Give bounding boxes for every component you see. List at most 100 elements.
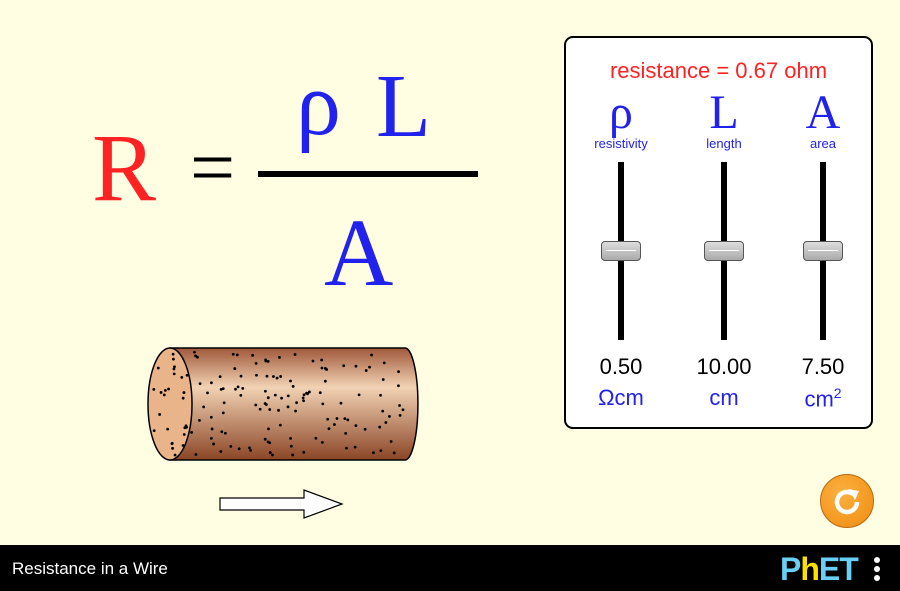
reset-all-button[interactable] <box>820 474 874 528</box>
charge-dot <box>182 391 186 394</box>
charge-dot <box>229 444 233 448</box>
area-slider-thumb[interactable] <box>803 241 843 261</box>
charge-dot <box>320 366 324 370</box>
area-value: 7.50 <box>801 354 845 379</box>
charge-dot <box>323 379 327 383</box>
charge-dot <box>291 453 295 457</box>
charge-dot <box>254 403 258 407</box>
charge-dot <box>295 401 298 405</box>
charge-dot <box>370 353 373 357</box>
charge-dot <box>170 442 174 446</box>
charge-dot <box>346 418 350 422</box>
charge-dot <box>181 396 185 400</box>
charge-dot <box>241 387 245 390</box>
charge-dot <box>279 375 283 378</box>
charge-dot <box>220 430 224 434</box>
resistivity-slider-area: 0.50 Ωcm <box>576 88 666 428</box>
charge-dot <box>388 415 391 418</box>
length-value: 10.00 <box>696 354 752 379</box>
charge-dot <box>235 353 239 357</box>
resistivity-value: 0.50 <box>599 354 643 379</box>
slider-symbol: A <box>805 86 841 139</box>
current-arrow <box>219 489 344 519</box>
charge-dot <box>263 402 267 405</box>
slider-label: resistivity <box>594 136 648 151</box>
charge-dot <box>171 352 175 356</box>
charge-dot <box>345 446 348 450</box>
charge-dot <box>221 411 225 415</box>
charge-dot <box>222 401 226 405</box>
charge-dot <box>325 368 329 371</box>
charge-dot <box>198 418 201 422</box>
charge-dot <box>210 381 213 385</box>
charge-dot <box>326 417 330 421</box>
charge-dot <box>194 453 198 456</box>
charge-dot <box>384 421 388 424</box>
area-unit-base: cm <box>804 386 834 412</box>
charge-dot <box>152 388 156 391</box>
charge-dot <box>234 387 237 391</box>
charge-dot <box>212 442 215 446</box>
charge-dot <box>152 429 156 433</box>
charge-dot <box>251 353 255 357</box>
charge-dot <box>398 404 401 407</box>
resistance-readout: resistance = 0.67 ohm <box>609 58 828 83</box>
charge-dot <box>286 405 290 409</box>
charge-dot <box>354 364 358 368</box>
charge-dot <box>289 436 292 440</box>
charge-dot <box>318 391 322 395</box>
charge-dot <box>258 407 262 411</box>
charge-dot <box>266 359 270 363</box>
slider-label: length <box>706 136 742 151</box>
slider-label: area <box>809 136 837 151</box>
charge-dot <box>344 431 348 435</box>
charge-dot <box>206 391 209 395</box>
charge-dot <box>268 451 272 454</box>
charge-dot <box>236 385 240 389</box>
charge-dot <box>272 375 275 378</box>
resistivity-symbol: ρ <box>296 55 341 154</box>
area-slider-area: 7.50 cm2 <box>778 88 868 428</box>
charge-dot <box>286 394 290 398</box>
charge-dot <box>364 369 368 372</box>
charge-dot <box>301 396 305 400</box>
charge-dot <box>185 373 189 377</box>
charge-dot <box>263 437 267 441</box>
charge-dot <box>353 445 357 449</box>
charge-dot <box>271 453 274 457</box>
charge-dot <box>342 364 346 368</box>
charge-dot <box>357 393 361 397</box>
length-slider-thumb[interactable] <box>704 241 744 261</box>
phet-menu-icon[interactable] <box>874 554 884 584</box>
charge-dot <box>379 393 382 397</box>
charge-dot <box>333 423 336 426</box>
slider-symbol: L <box>709 86 739 139</box>
charge-dot <box>190 430 194 434</box>
charge-dot <box>171 357 175 361</box>
length-symbol: L <box>376 57 431 156</box>
charge-dot <box>219 450 223 453</box>
phet-logo[interactable]: PhET <box>780 551 859 587</box>
charge-dot <box>239 374 243 378</box>
reset-icon <box>834 489 860 515</box>
charge-dot <box>163 388 167 392</box>
charge-dot <box>182 433 186 436</box>
charge-dot <box>277 408 280 412</box>
charge-dot <box>167 387 170 391</box>
charge-dot <box>209 415 213 419</box>
charge-dot <box>237 447 241 451</box>
charge-dot <box>162 393 166 397</box>
resistivity-control: ρ resistivity <box>576 88 666 152</box>
charge-dot <box>343 417 347 420</box>
charge-dot <box>198 382 202 386</box>
charge-dot <box>294 409 297 413</box>
charge-dot <box>382 361 386 365</box>
charge-dot <box>278 423 282 427</box>
charge-dot <box>209 436 213 440</box>
charge-dots <box>152 350 405 457</box>
length-unit: cm <box>709 385 739 410</box>
charge-dot <box>305 391 308 395</box>
charge-dot <box>392 451 396 455</box>
navigation-bar: Resistance in a Wire PhET <box>0 545 900 591</box>
resistivity-slider-thumb[interactable] <box>601 241 641 261</box>
